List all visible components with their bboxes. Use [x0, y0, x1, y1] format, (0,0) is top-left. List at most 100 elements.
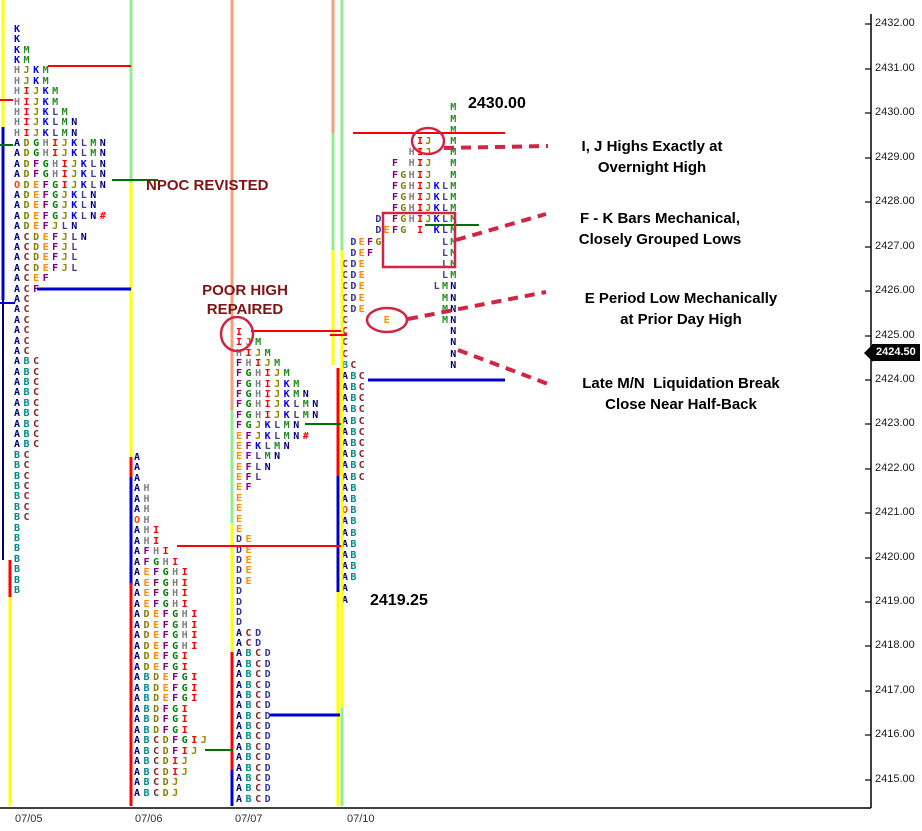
tpo-row: AB	[342, 561, 359, 573]
tpo-row: OH	[134, 514, 154, 526]
tpo-row: HIJ M	[408, 147, 459, 159]
callout-text-1: I, J Highs Exactly at Overnight High	[581, 138, 723, 176]
tpo-row: KM	[14, 44, 34, 56]
tpo-row: ADEFGJKLN	[14, 190, 100, 202]
tpo-row: ABCDIJ	[134, 756, 192, 768]
tpo-row: ABC	[342, 471, 367, 483]
tpo-row: BC N	[342, 359, 459, 371]
tpo-row: ABCD	[236, 679, 275, 691]
tpo-row: ADGHIJKLMN	[14, 148, 110, 160]
tpo-row: ABDEFGI	[134, 672, 201, 684]
price-axis-label: 2419.00	[875, 595, 915, 607]
tpo-row: ABC	[14, 387, 43, 399]
tpo-row: B	[14, 574, 24, 586]
tpo-row: M	[450, 102, 459, 114]
tpo-row: A	[134, 451, 144, 463]
tpo-row: ABC	[342, 460, 367, 472]
tpo-row: ABC	[342, 415, 367, 427]
tpo-row: CDE LM	[342, 270, 459, 282]
tpo-row: ABCDIJ	[134, 766, 192, 778]
price-axis-label: 2420.00	[875, 551, 915, 563]
tpo-row: EFL	[236, 472, 265, 484]
tpo-row: ABC	[342, 438, 367, 450]
tpo-row: AEFGHI	[134, 598, 192, 610]
tpo-row: B	[14, 532, 24, 544]
tpo-row: E	[236, 503, 246, 515]
tpo-row: DE	[236, 544, 256, 556]
tpo-row: ADEFGHI	[134, 609, 201, 621]
tpo-row: ACD	[236, 627, 265, 639]
tpo-row: HIJM	[236, 347, 275, 359]
tpo-row: DE	[236, 565, 256, 577]
tpo-row: FGHIJKLM	[391, 203, 459, 215]
tpo-row: BC	[14, 480, 34, 492]
tpo-row: ADEFGJKLN#	[14, 210, 110, 222]
tpo-row: D	[236, 617, 246, 629]
price-axis-label: 2427.00	[875, 240, 915, 252]
price-axis-label: 2417.00	[875, 684, 915, 696]
tpo-row: ACDEFJL	[14, 262, 81, 274]
tpo-row: BC	[14, 501, 34, 513]
tpo-row: ADEFGHI	[134, 630, 201, 642]
tpo-row: ABCD	[236, 689, 275, 701]
tpo-row: HIJKLMN	[14, 127, 81, 139]
tpo-row: ABC	[14, 366, 43, 378]
tpo-row: ABC	[342, 404, 367, 416]
price-axis-label: 2421.00	[875, 506, 915, 518]
tpo-row: FGHIJKMN	[236, 389, 313, 401]
tpo-row: CDE MN	[342, 292, 459, 304]
tpo-row: C N	[342, 348, 459, 360]
date-axis-label: 07/07	[235, 813, 263, 825]
tpo-row: A	[342, 583, 351, 595]
tpo-row: ACD	[236, 638, 265, 650]
tpo-row: M	[450, 113, 459, 125]
tpo-row: AB	[342, 538, 359, 550]
tpo-row: ABCDJ	[134, 777, 182, 789]
tpo-row: ABC	[14, 356, 43, 368]
tpo-row: HIJKLM	[14, 106, 72, 118]
tpo-row: EFJKLMN#	[236, 430, 313, 442]
tpo-row: HJKM	[14, 75, 53, 87]
callout-text-2: F - K Bars Mechanical, Closely Grouped L…	[578, 210, 742, 248]
tpo-row: AH	[134, 483, 154, 495]
tpo-row: AHI	[134, 535, 163, 547]
tpo-row: AB	[342, 572, 359, 584]
tpo-row: K	[14, 23, 24, 35]
tpo-row: AB	[342, 516, 359, 528]
tpo-row: CDE LM	[342, 259, 459, 271]
tpo-row: FHIJM	[236, 357, 284, 369]
tpo-row: EFKLMN	[236, 440, 294, 452]
tpo-row: AC	[14, 293, 34, 305]
tpo-row: C N	[342, 337, 459, 349]
tpo-row: ABCD	[236, 669, 275, 681]
tpo-row: EFLN	[236, 461, 275, 473]
npoc-revisited-note: NPOC REVISTED	[146, 177, 269, 194]
tpo-row: ABCD	[236, 793, 275, 805]
tpo-row: BC	[14, 491, 34, 503]
tpo-row: ABCD	[236, 731, 275, 743]
poor-high-repaired-note: POOR HIGH REPAIRED	[202, 282, 288, 318]
price-axis-label: 2425.00	[875, 329, 915, 341]
tpo-row: B	[14, 543, 24, 555]
last-price-badge-arrow-icon	[864, 344, 873, 362]
tpo-row: ABCD	[236, 721, 275, 733]
tpo-row: BC	[14, 512, 34, 524]
price-axis-label: 2422.00	[875, 462, 915, 474]
tpo-row: ABCD	[236, 783, 275, 795]
tpo-row: ADEFGI	[134, 661, 192, 673]
tpo-row: M	[450, 124, 459, 136]
tpo-row: ABC	[342, 426, 367, 438]
tpo-row: ABC	[342, 393, 367, 405]
tpo-row: FGHIJKLMN	[236, 409, 322, 421]
tpo-row: ABCD	[236, 658, 275, 670]
tpo-row: EF	[236, 482, 256, 494]
tpo-row: ABDFGI	[134, 703, 192, 715]
tpo-row: E	[236, 492, 246, 504]
tpo-row: ODEFGIJKLN	[14, 179, 110, 191]
tpo-column-07-10: M M M IJ M HIJ M F HIJ M FGHIJ M FGHIJKL…	[342, 102, 459, 605]
tpo-row: BC	[14, 460, 34, 472]
tpo-row: D	[236, 586, 246, 598]
tpo-row: ACDEFJL	[14, 252, 81, 264]
